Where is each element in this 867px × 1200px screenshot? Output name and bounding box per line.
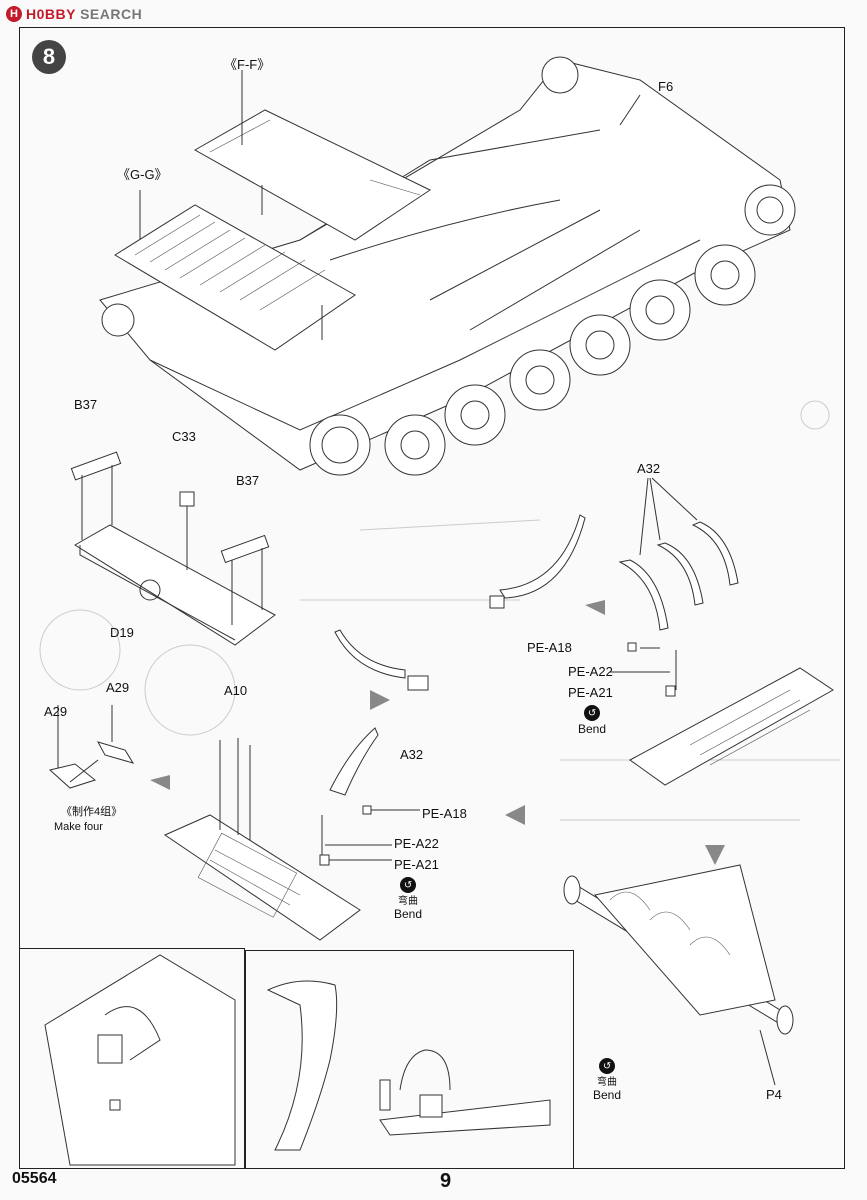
part-label-f6: F6 [658, 79, 674, 94]
part-label-c33: C33 [172, 429, 196, 444]
bend-note-right: ↺ Bend [578, 705, 606, 736]
d19-plate-drawing [70, 451, 276, 646]
a32-plate-right-drawing [334, 477, 834, 786]
part-label-b37-left: B37 [74, 397, 98, 412]
product-code: 05564 [12, 1170, 57, 1187]
detail-inset-left [19, 948, 245, 1169]
detail-inset-middle [245, 950, 574, 1169]
part-label-pe-a22-mid: PE-A22 [394, 836, 439, 851]
brand-text: H0BBY SEARCH [26, 6, 143, 22]
make-four-note-zh: 《制作4组》 [61, 806, 123, 818]
hobbysearch-logo: H H0BBY SEARCH [6, 4, 142, 24]
bend-icon: ↺ [400, 877, 417, 893]
bleed-through-background [39, 400, 840, 821]
hull-main-drawing [99, 56, 796, 476]
part-label-pe-a21-mid: PE-A21 [394, 857, 439, 872]
part-label-b37-right: B37 [236, 473, 260, 488]
section-label-gg: 《G-G》 [117, 167, 168, 182]
part-label-a10: A10 [224, 683, 248, 698]
make-four-note-en: Make four [54, 821, 103, 833]
bend-note-bottom: ↺ 弯曲 Bend [593, 1058, 621, 1102]
inset-left-drawing [44, 954, 236, 1166]
part-label-p4: P4 [766, 1087, 782, 1102]
direction-arrows [150, 600, 725, 865]
brand-icon: H [6, 6, 22, 22]
p4-axle-drawing [563, 864, 794, 1086]
part-label-a29-top: A29 [106, 680, 130, 695]
bend-icon: ↺ [584, 705, 601, 721]
part-label-pe-a18-mid: PE-A18 [422, 806, 467, 821]
part-label-d19: D19 [110, 625, 134, 640]
part-label-pe-a22-right: PE-A22 [568, 664, 613, 679]
a10-plate-drawing [163, 727, 420, 941]
bend-note-mid: ↺ 弯曲 Bend [394, 877, 422, 921]
a29-bracket-drawing [48, 705, 135, 789]
part-label-pe-a18-right: PE-A18 [527, 640, 572, 655]
section-label-ff: 《F-F》 [224, 57, 271, 72]
page-number: 9 [440, 1170, 452, 1192]
bend-icon: ↺ [599, 1058, 616, 1074]
part-label-a32-right: A32 [637, 461, 661, 476]
inset-mid-drawing [266, 980, 551, 1151]
part-label-a29-left: A29 [44, 704, 68, 719]
part-label-pe-a21-right: PE-A21 [568, 685, 613, 700]
step-number-badge: 8 [32, 40, 66, 74]
part-label-a32-mid: A32 [400, 747, 424, 762]
